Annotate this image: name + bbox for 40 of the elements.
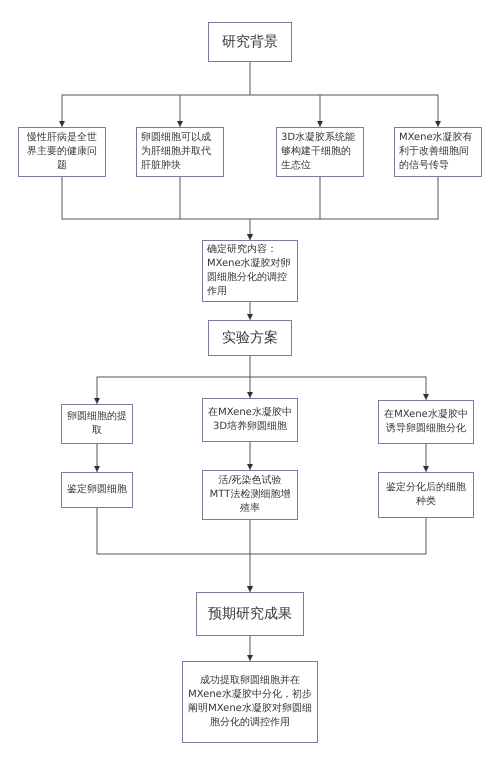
process-box	[208, 22, 292, 62]
arrow	[423, 444, 429, 472]
arrow	[247, 636, 253, 662]
box-text: 在MXene水凝胶中3D培养卵圆细胞	[207, 406, 293, 434]
box-text: 确定研究内容：MXene水凝胶对卵圆细胞分化的调控作用	[207, 243, 292, 299]
box-text: 成功提取卵圆细胞并在MXene水凝胶中分化，初步阐明MXene水凝胶对卵圆细胞分化的调控作用	[187, 674, 313, 730]
arrow	[247, 518, 426, 592]
box-text: 研究背景	[222, 33, 278, 51]
arrow	[247, 176, 438, 240]
process-box	[61, 472, 133, 508]
process-box	[208, 320, 292, 356]
arrow	[94, 444, 100, 472]
arrow	[247, 302, 253, 320]
process-box	[202, 470, 298, 520]
box-text: 在MXene水凝胶中诱导卵圆细胞分化	[383, 408, 469, 436]
box-text: MTT法检测细胞增殖率	[208, 488, 292, 516]
process-box	[202, 398, 298, 442]
process-box	[196, 592, 304, 636]
box-text: 鉴定分化后的细胞种类	[385, 481, 467, 509]
box-text: 慢性肝病是全世界主要的健康问题	[26, 131, 98, 173]
arrow	[250, 356, 429, 400]
box-text: 实验方案	[222, 329, 278, 347]
box-text: 卵圆细胞可以成为肝细胞并取代肝脏肿块	[141, 131, 212, 173]
process-box	[378, 472, 474, 518]
process-box	[182, 661, 318, 743]
process-box	[276, 127, 364, 177]
box-text: MXene水凝胶有利于改善细胞间的信号传导	[399, 131, 474, 173]
process-box	[394, 127, 482, 177]
process-box	[18, 127, 106, 177]
process-box	[136, 127, 224, 177]
box-text: 3D水凝胶系统能够构建干细胞的生态位	[281, 131, 356, 173]
process-box	[202, 240, 298, 302]
box-text: 预期研究成果	[208, 605, 292, 623]
box-text: 卵圆细胞的提取	[66, 410, 128, 438]
box-text: 活/死染色试验	[218, 474, 282, 488]
process-box	[378, 400, 474, 444]
box-text: 鉴定卵圆细胞	[67, 483, 127, 497]
process-box	[61, 404, 133, 444]
arrow	[247, 442, 253, 470]
arrow	[250, 62, 441, 128]
